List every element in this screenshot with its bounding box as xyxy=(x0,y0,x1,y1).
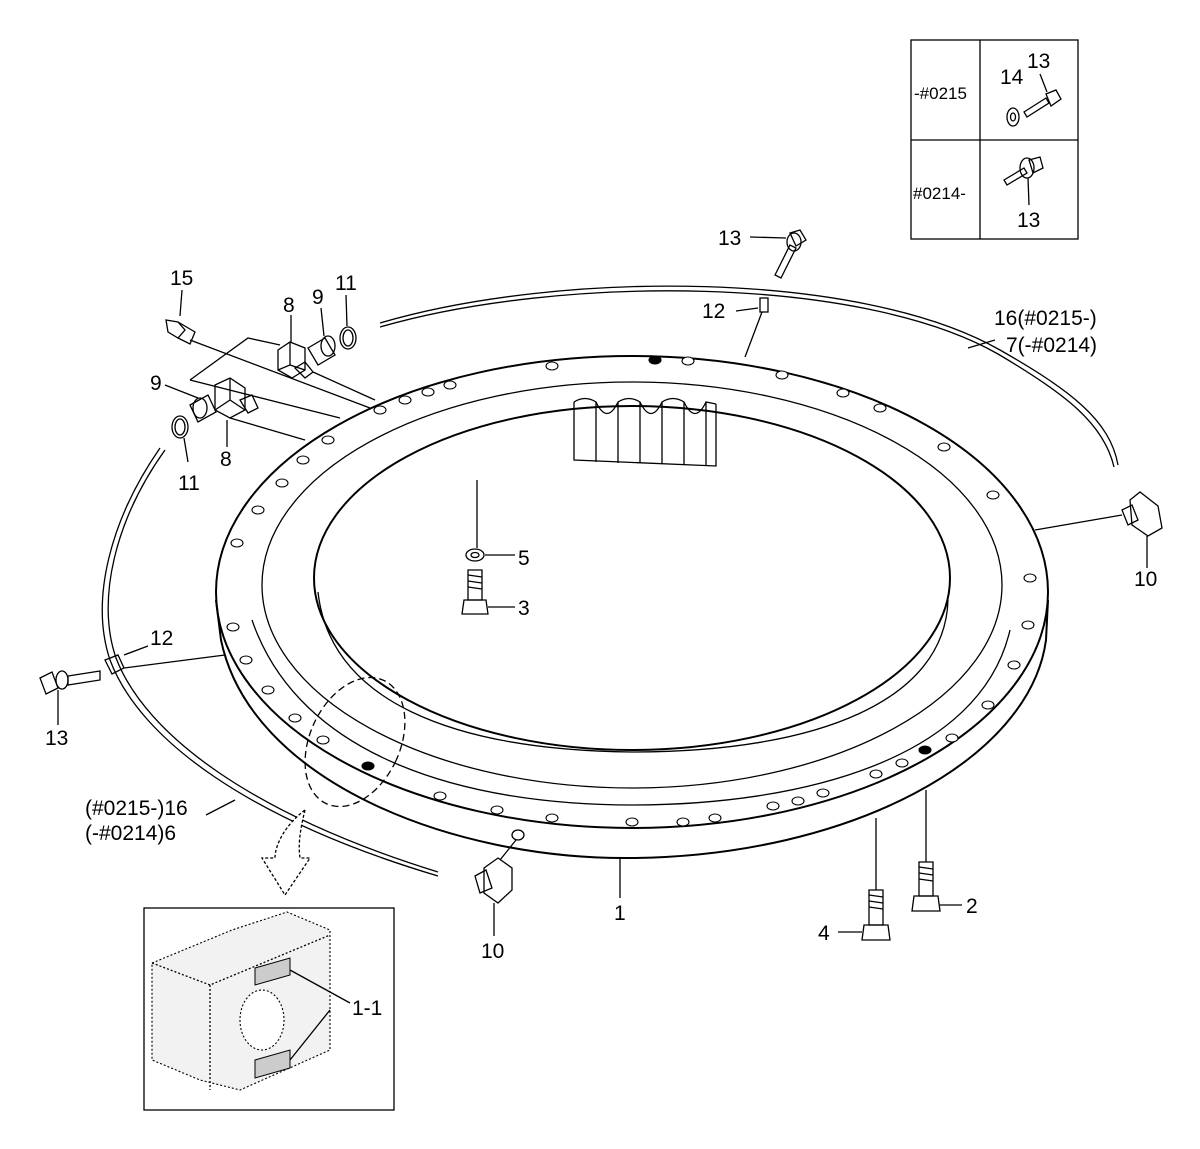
label-13-top: 13 xyxy=(718,227,741,250)
gear-teeth xyxy=(573,397,717,467)
label-10-bottom: 10 xyxy=(481,940,504,963)
flange-bolt-icon xyxy=(1003,156,1044,206)
bolt-4-icon xyxy=(838,818,891,941)
label-12-left: 12 xyxy=(150,627,173,650)
leader-16-top xyxy=(967,339,996,349)
grease-fitting-bottom-icon xyxy=(474,829,525,936)
inset-label-14: 14 xyxy=(1000,66,1024,89)
label-1-1: 1-1 xyxy=(352,997,382,1020)
grease-nipple-icon xyxy=(165,289,371,409)
o-ring-lower-icon xyxy=(171,415,189,463)
o-ring-icon xyxy=(339,294,357,350)
swing-bearing-ring xyxy=(215,355,1049,860)
grease-fitting-right-icon xyxy=(1034,491,1163,568)
label-16-top-line2: 7(-#0214) xyxy=(1006,334,1097,357)
adapter-fitting-icon xyxy=(307,307,336,366)
top-bolt-icon xyxy=(749,229,807,279)
elbow-fitting-icon xyxy=(277,315,376,401)
label-16-left-line2: (-#0214)6 xyxy=(85,822,176,845)
label-16-top-line1: 16(#0215-) xyxy=(994,307,1097,330)
inset-serial-row2: #0214- xyxy=(913,184,966,203)
label-16-left-line1: (#0215-)16 xyxy=(85,797,188,820)
label-8-upper: 8 xyxy=(283,294,295,317)
left-tube-clip-icon xyxy=(104,645,226,675)
adapter-fitting-lower-icon xyxy=(164,384,217,423)
label-9-upper: 9 xyxy=(312,286,324,309)
leader-16-left xyxy=(205,799,236,816)
serial-inset-table: -#0215 #0214- 14 13 13 xyxy=(910,39,1079,240)
label-5: 5 xyxy=(518,547,530,570)
label-15: 15 xyxy=(170,267,193,290)
label-8-lower: 8 xyxy=(220,448,232,471)
inset-label-13a: 13 xyxy=(1027,50,1050,73)
label-10-right: 10 xyxy=(1134,568,1157,591)
washer-5-icon xyxy=(465,480,515,562)
bolt-2-icon xyxy=(911,790,962,912)
tube-clip-icon xyxy=(735,297,769,358)
label-9-lower: 9 xyxy=(150,372,162,395)
label-12-top: 12 xyxy=(702,300,725,323)
elbow-fitting-lower-icon xyxy=(214,377,306,447)
label-2: 2 xyxy=(966,895,978,918)
detail-arrow-icon xyxy=(260,808,312,897)
label-11-upper: 11 xyxy=(335,272,357,295)
bolt-holes xyxy=(226,355,1037,827)
left-bolt-icon xyxy=(39,670,101,725)
label-4: 4 xyxy=(818,922,830,945)
label-1: 1 xyxy=(614,902,626,925)
bolt-icon xyxy=(1023,73,1062,118)
inset-label-13b: 13 xyxy=(1017,209,1040,232)
grease-tube-top xyxy=(379,285,1119,468)
label-3: 3 xyxy=(518,597,530,620)
label-13-left: 13 xyxy=(45,727,68,750)
bolt-3-icon xyxy=(461,569,515,615)
label-11-lower: 11 xyxy=(178,472,200,495)
inset-serial-row1: -#0215 xyxy=(914,84,967,103)
detail-box-seal xyxy=(143,907,395,1111)
washer-icon xyxy=(1006,107,1020,127)
detail-callout-ellipse xyxy=(304,676,406,808)
